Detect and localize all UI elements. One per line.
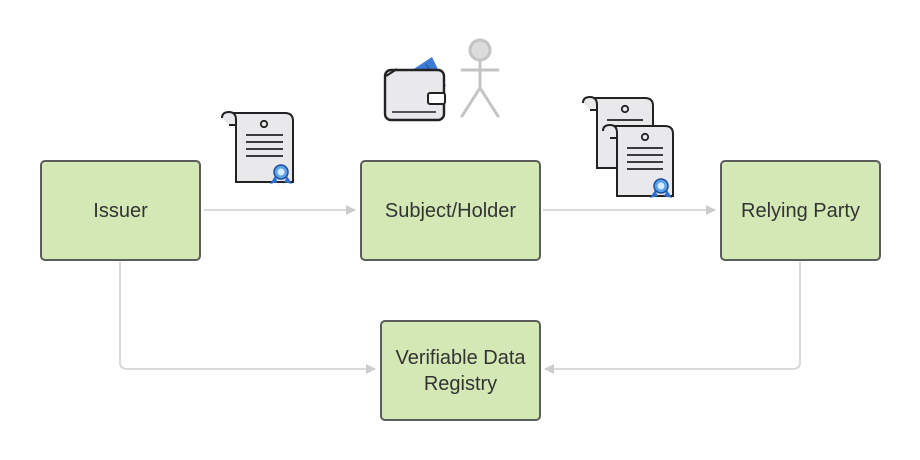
subject-holder-label: Subject/Holder bbox=[384, 199, 517, 222]
issuer-label: Issuer bbox=[93, 199, 148, 222]
verifiable-data-registry-node: Verifiable Data Registry bbox=[380, 320, 541, 421]
relying-party-label: Relying Party bbox=[741, 199, 860, 222]
edge-issuer-to-registry bbox=[119, 262, 376, 374]
issuer-node: Issuer bbox=[40, 160, 201, 261]
subject-holder-node: Subject/Holder bbox=[360, 160, 541, 261]
edge-relying-party-to-registry bbox=[544, 262, 801, 374]
relying-party-node: Relying Party bbox=[720, 160, 881, 261]
verifiable-data-registry-label: Verifiable Data Registry bbox=[395, 346, 526, 395]
